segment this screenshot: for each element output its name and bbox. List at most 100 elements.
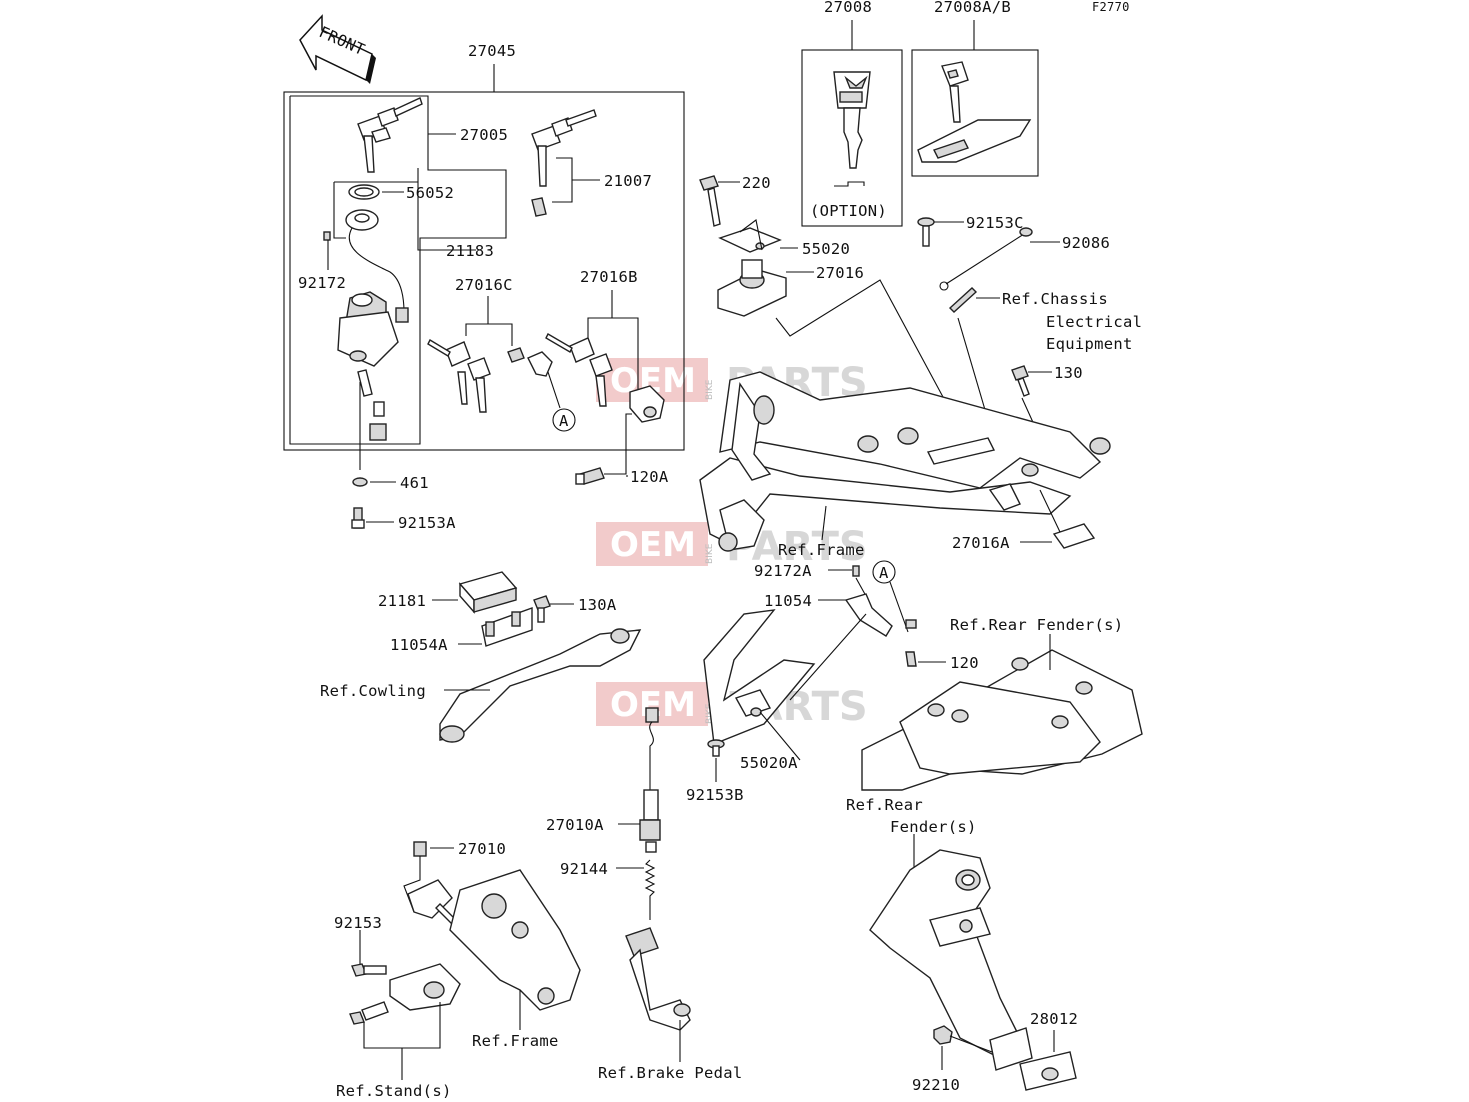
ref-frame-bottom: Ref.Frame [472, 1032, 559, 1050]
label-220: 220 [742, 174, 771, 192]
bolt-92153 [351, 963, 387, 977]
watermark-bike: BIKE [705, 379, 715, 400]
label-92086: 92086 [1062, 234, 1110, 252]
keys-27016C [427, 339, 553, 413]
switch-27010A [639, 707, 661, 853]
watermark-oem: OEM [610, 525, 696, 565]
plate-55020 [718, 227, 782, 253]
ref-rear-fender-2: Fender(s) [890, 818, 977, 836]
bracket-11054 [844, 593, 917, 637]
label-27045: 27045 [468, 42, 516, 60]
bolt-130 [1011, 365, 1030, 397]
cowling-stay [439, 628, 642, 743]
chassis-clip [948, 287, 978, 313]
marker-A-right [872, 560, 896, 584]
label-28012: 28012 [1030, 1010, 1078, 1028]
option-caption: (OPTION) [810, 202, 887, 220]
option-box-27008AB [911, 49, 1039, 177]
bolt-120 [905, 651, 917, 667]
cover-plate [703, 609, 816, 745]
label-27005: 27005 [460, 126, 508, 144]
reflector-28012 [1019, 1051, 1077, 1091]
rear-fender [861, 649, 1143, 791]
bolt-130A [533, 595, 551, 623]
ref-rear-fender-1: Ref.Rear [846, 796, 923, 814]
frame-bottom [349, 869, 581, 1025]
label-27008AB: 27008A/B [934, 0, 1011, 16]
watermark-box [596, 522, 708, 566]
label-92172A: 92172A [754, 562, 812, 580]
label-55020: 55020 [802, 240, 850, 258]
label-21183: 21183 [446, 242, 494, 260]
bolt-92153A [351, 507, 365, 529]
bolt-120A [575, 467, 605, 485]
brake-pedal [625, 927, 691, 1031]
ref-rear-fender-top: Ref.Rear Fender(s) [950, 616, 1123, 634]
label-92153A: 92153A [398, 514, 456, 532]
watermark-bike: BIKE [705, 543, 715, 564]
label-461: 461 [400, 474, 429, 492]
label-130A: 130A [578, 596, 617, 614]
watermark: OEM BIKE PARTS OEM BIKE PARTS OEM BIKE P… [596, 358, 868, 730]
label-11054A: 11054A [390, 636, 448, 654]
label-56052: 56052 [406, 184, 454, 202]
label-11054: 11054 [764, 592, 812, 610]
ref-chassis-3: Equipment [1046, 335, 1133, 353]
key-27008AB [917, 61, 1032, 163]
screw-92153B [707, 739, 725, 757]
assembly-27045: 27045 [283, 42, 685, 451]
ref-chassis-1: Ref.Chassis [1002, 290, 1108, 308]
key-27008-kawasaki [833, 71, 871, 187]
figure-code: F2770 [1092, 0, 1130, 14]
ref-brake-pedal: Ref.Brake Pedal [598, 1064, 742, 1082]
assembly-box-outer [283, 91, 685, 451]
label-130: 130 [1054, 364, 1083, 382]
marker-A-left [552, 408, 576, 432]
key-21007 [531, 109, 597, 217]
subframe [699, 371, 1111, 552]
front-arrow-icon: FRONT [299, 14, 376, 84]
ref-cowling: Ref.Cowling [320, 682, 426, 700]
switch-27010 [403, 841, 461, 929]
label-21181: 21181 [378, 592, 426, 610]
label-27016: 27016 [816, 264, 864, 282]
nut-92210 [933, 1025, 953, 1045]
ref-chassis-2: Electrical [1046, 313, 1142, 331]
label-55020A: 55020A [740, 754, 798, 772]
ref-stand: Ref.Stand(s) [336, 1082, 452, 1100]
key-27005 [357, 97, 423, 173]
keys-27016B [545, 333, 665, 423]
label-27010: 27010 [458, 840, 506, 858]
label-92144: 92144 [560, 860, 608, 878]
bolt-220 [699, 175, 721, 227]
ref-frame-top: Ref.Frame [778, 541, 865, 559]
label-120A: 120A [630, 468, 669, 486]
washer-461 [352, 477, 368, 487]
label-21007: 21007 [604, 172, 652, 190]
plate-27016A [1052, 523, 1096, 549]
bracket-11054A [481, 607, 533, 647]
label-92172: 92172 [298, 274, 346, 292]
relay-21181 [458, 571, 518, 614]
watermark-1: OEM BIKE PARTS [596, 358, 868, 406]
switch-21183 [345, 209, 409, 323]
spring-92144 [644, 859, 656, 920]
screw-92153C [917, 217, 935, 247]
screw-92172A [852, 565, 860, 577]
label-27016B: 27016B [580, 268, 638, 286]
cable-92086 [939, 227, 1033, 291]
lock-27016 [717, 259, 787, 317]
label-92153: 92153 [334, 914, 382, 932]
watermark-2: OEM BIKE PARTS [596, 522, 868, 570]
screw-92172 [323, 231, 331, 241]
marker-A-left-label: A [559, 412, 569, 430]
label-27016A: 27016A [952, 534, 1010, 552]
marker-A-right-label: A [879, 564, 889, 582]
ignition-switch [337, 291, 399, 441]
label-27008: 27008 [824, 0, 872, 16]
label-120: 120 [950, 654, 979, 672]
label-27016C: 27016C [455, 276, 513, 294]
label-92153C: 92153C [966, 214, 1024, 232]
rear-fender-lower [869, 849, 1033, 1071]
